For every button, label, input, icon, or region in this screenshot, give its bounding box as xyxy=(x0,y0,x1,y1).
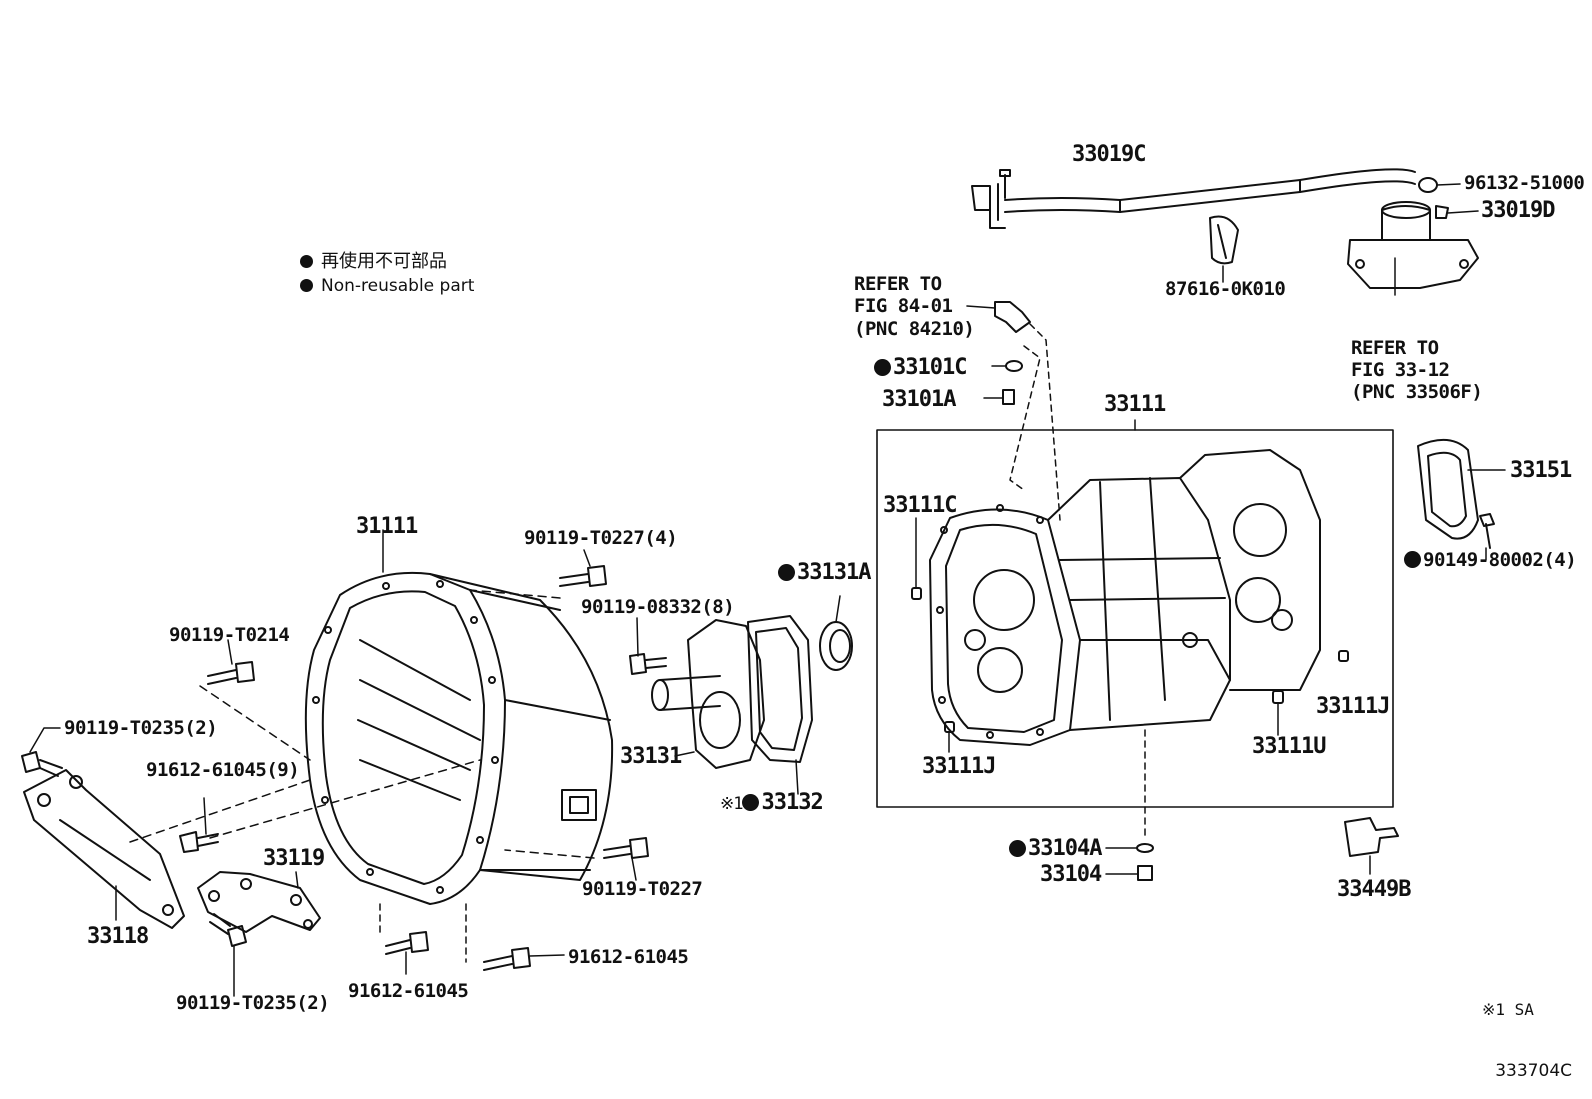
label-33111c: 33111C xyxy=(883,493,957,518)
bolt-91612-61045-a xyxy=(385,931,429,975)
pin-33111j-left xyxy=(944,721,955,753)
label-91612-61045-a: 91612-61045 xyxy=(348,980,469,1002)
label-33132-prefix: ※1 xyxy=(720,794,744,814)
label-33101a: 33101A xyxy=(882,387,956,412)
label-33104a-text: 33104A xyxy=(1028,836,1102,861)
label-31111: 31111 xyxy=(356,514,418,539)
legend-english-text: Non-reusable part xyxy=(321,276,475,296)
label-91612-61045-9: 91612-61045(9) xyxy=(146,759,300,781)
label-33104a: 33104A xyxy=(1009,836,1102,861)
label-33101c: 33101C xyxy=(874,355,967,380)
grommet-87616-0k010 xyxy=(1209,215,1239,283)
bracket-33118 xyxy=(23,769,185,929)
non-reusable-dot-icon xyxy=(742,794,760,811)
bolt-90149-80002 xyxy=(1479,513,1495,561)
label-90119-t0235-2-a: 90119-T0235(2) xyxy=(64,717,218,739)
drain-plug-33104 xyxy=(1105,865,1153,881)
gasket-33132 xyxy=(747,615,813,795)
bolt-90119-t0227-4 xyxy=(559,549,607,587)
breather-hose-33019c xyxy=(971,168,1416,229)
label-33111j-left: 33111J xyxy=(922,754,996,779)
label-87616-0k010: 87616-0K010 xyxy=(1165,278,1286,300)
legend-dot-icon xyxy=(300,255,313,268)
legend-japanese: 再使用不可部品 xyxy=(300,247,447,273)
label-33111: 33111 xyxy=(1104,392,1166,417)
plug-33101a xyxy=(983,389,1015,405)
label-33111j-right: 33111J xyxy=(1316,694,1390,719)
label-90149-80002-4: 90149-80002(4) xyxy=(1404,549,1577,571)
label-90119-t0227-4: 90119-T0227(4) xyxy=(524,527,678,549)
union-33019d xyxy=(1435,205,1479,219)
label-90119-t0235-2-b: 90119-T0235(2) xyxy=(176,992,330,1014)
label-33131: 33131 xyxy=(620,744,682,769)
bearing-retainer-33131 xyxy=(651,619,765,769)
legend-japanese-text: 再使用不可部品 xyxy=(321,251,447,272)
bolt-91612-61045-9 xyxy=(179,797,219,853)
oil-seal-33131a xyxy=(819,595,853,671)
speed-sensor-ref xyxy=(966,301,1061,521)
bolt-90119-08332-8 xyxy=(629,617,667,675)
label-90119-t0214: 90119-T0214 xyxy=(169,624,290,646)
non-reusable-dot-icon xyxy=(1404,551,1421,568)
non-reusable-dot-icon xyxy=(874,359,891,376)
legend-dot-icon xyxy=(300,279,313,292)
label-33101c-text: 33101C xyxy=(893,355,967,380)
figure-id: 333704C xyxy=(1495,1061,1572,1081)
bolt-90119-t0235-b xyxy=(209,913,247,997)
bracket-33119 xyxy=(197,871,321,933)
refer-a-line1: REFER TO xyxy=(854,273,942,295)
label-33019c: 33019C xyxy=(1072,142,1146,167)
gasket-33101c xyxy=(991,345,1041,491)
pin-33111j-right xyxy=(1338,650,1349,662)
label-33019d: 33019D xyxy=(1481,198,1555,223)
oil-seal-33151 xyxy=(1417,439,1506,540)
label-33118: 33118 xyxy=(87,924,149,949)
label-90149-80002-4-text: 90149-80002(4) xyxy=(1423,549,1577,571)
clamp-33449b xyxy=(1344,817,1399,875)
label-91612-61045-b: 91612-61045 xyxy=(568,946,689,968)
label-33131a: 33131A xyxy=(778,560,871,585)
gasket-33104a xyxy=(1105,843,1154,853)
label-33449b: 33449B xyxy=(1337,877,1411,902)
label-33104: 33104 xyxy=(1040,862,1102,887)
clutch-housing-31111 xyxy=(129,529,614,963)
label-90119-t0227: 90119-T0227 xyxy=(582,878,703,900)
refer-a-line2: FIG 84-01 xyxy=(854,295,953,317)
transmission-case-33111 xyxy=(929,449,1321,841)
non-reusable-dot-icon xyxy=(1009,840,1026,857)
label-33119: 33119 xyxy=(263,846,325,871)
bolt-90119-t0214 xyxy=(207,639,255,685)
shift-lever-retainer xyxy=(1347,201,1479,296)
label-33151: 33151 xyxy=(1510,458,1572,483)
clip-96132-51000 xyxy=(1418,177,1461,193)
bolt-91612-61045-b xyxy=(483,947,565,971)
footnote: ※1 SA xyxy=(1482,1000,1534,1019)
label-33132-text: 33132 xyxy=(761,790,823,815)
label-33111u: 33111U xyxy=(1252,734,1326,759)
bolt-90119-t0235-a xyxy=(21,727,63,777)
non-reusable-dot-icon xyxy=(778,564,795,581)
bolt-90119-t0227 xyxy=(603,837,649,881)
label-33132: ※1 33132 xyxy=(720,790,824,815)
label-96132-51000: 96132-51000 xyxy=(1464,172,1585,194)
refer-b-line2: FIG 33-12 xyxy=(1351,359,1450,381)
refer-a-line3: (PNC 84210) xyxy=(854,318,975,340)
pin-33111u xyxy=(1272,690,1284,736)
label-90119-08332-8: 90119-08332(8) xyxy=(581,596,735,618)
refer-b-line3: (PNC 33506F) xyxy=(1351,381,1483,403)
legend-english: Non-reusable part xyxy=(300,276,474,296)
pin-33111c xyxy=(911,517,922,600)
label-33131a-text: 33131A xyxy=(797,560,871,585)
refer-b-line1: REFER TO xyxy=(1351,337,1439,359)
